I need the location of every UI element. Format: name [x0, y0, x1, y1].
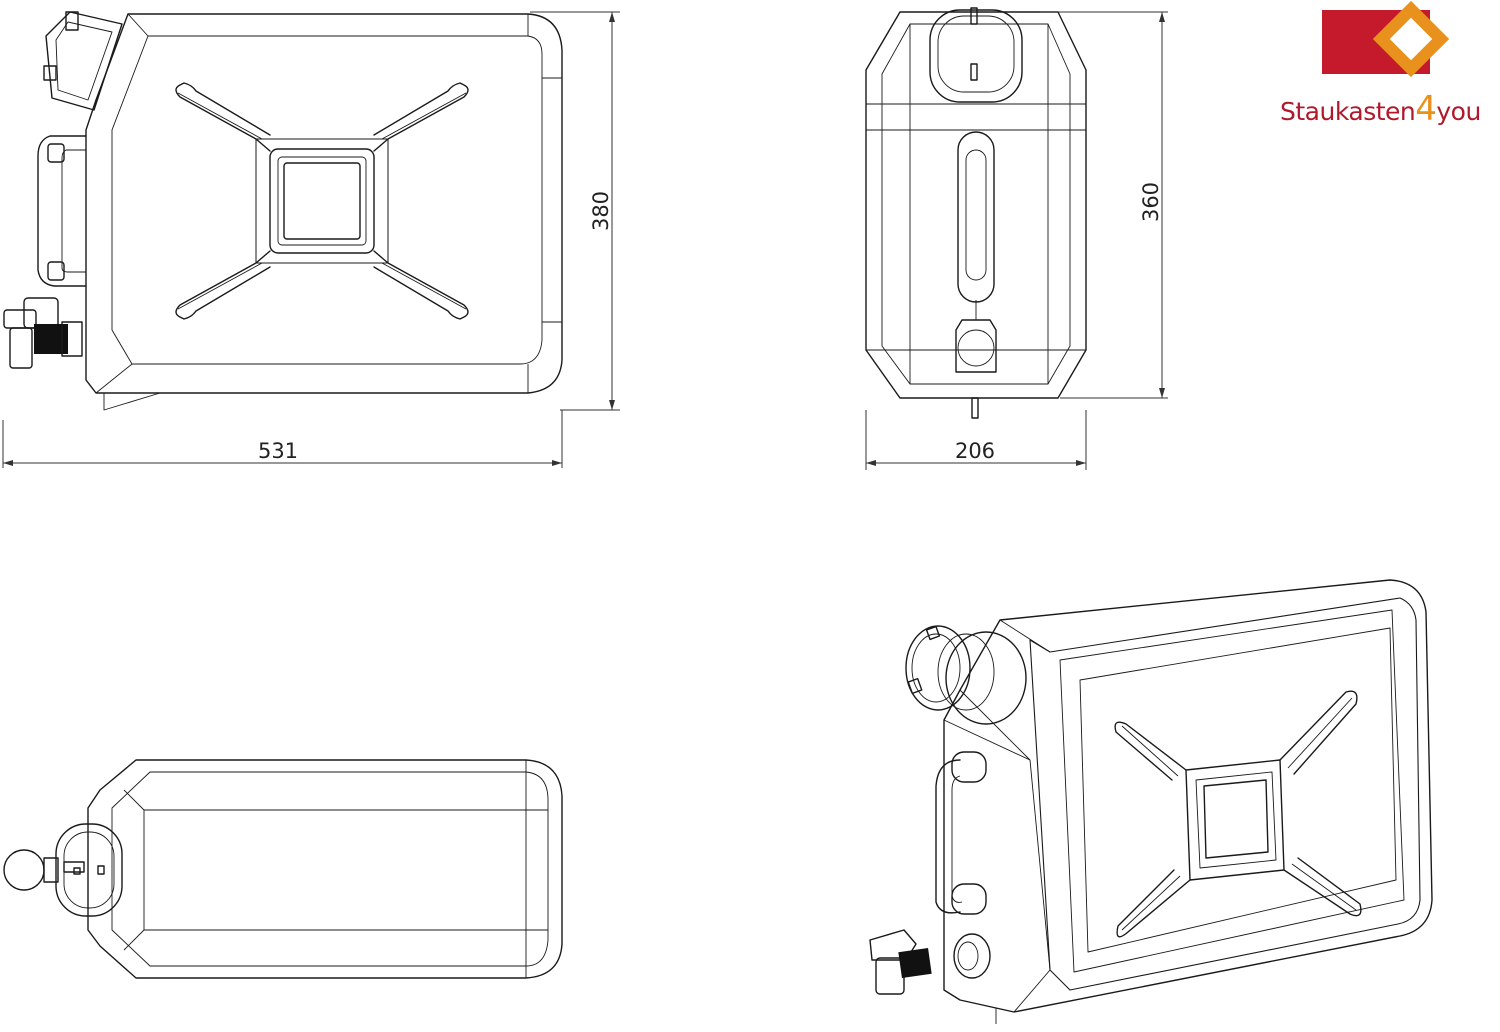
logo-wordmark: Staukasten4you: [1280, 89, 1481, 129]
brand-logo: Staukasten4you: [1280, 0, 1481, 129]
side-view: [3, 11, 563, 411]
dimension-length: 531: [258, 439, 298, 463]
dimension-height-front: 360: [1139, 182, 1163, 222]
top-view: [3, 759, 563, 979]
dimension-width: 206: [955, 439, 995, 463]
dimension-height-side: 380: [589, 191, 613, 231]
front-view-dimensions: 360 206: [865, 11, 1168, 470]
side-view-dimensions: 380 531: [2, 11, 620, 468]
front-view: [865, 7, 1087, 419]
isometric-view: [869, 579, 1433, 1024]
